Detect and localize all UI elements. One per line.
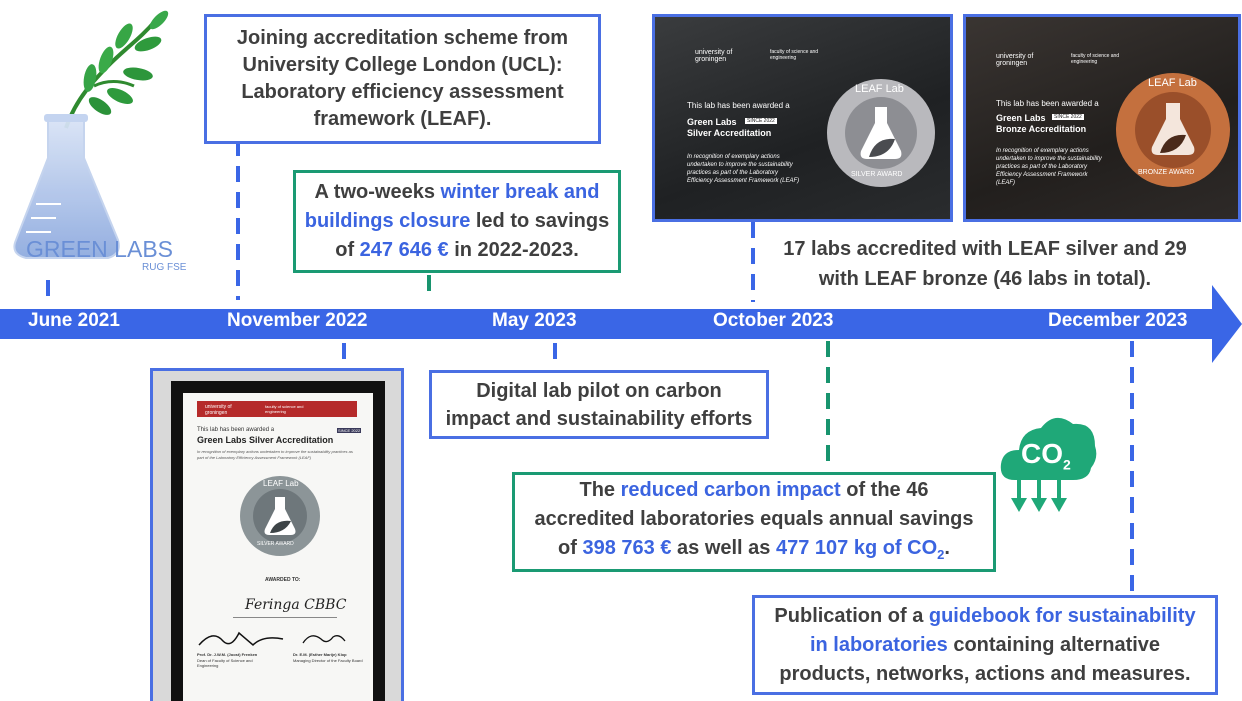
framed-awarded: This lab has been awarded a xyxy=(197,427,275,433)
carbon-impact-box: The reduced carbon impact of the 46 accr… xyxy=(512,472,996,572)
logo-title: GREEN LABS xyxy=(26,236,173,262)
digital-lab-pilot-box: Digital lab pilot on carbon impact and s… xyxy=(429,370,769,439)
silver-plaque-accreditation: Silver Accreditation xyxy=(687,128,772,138)
framed-badge-top: LEAF Lab xyxy=(263,479,299,488)
silver-plaque-since: SINCE 2022 xyxy=(745,118,777,124)
guidebook-line-3: products, networks, actions and measures… xyxy=(779,662,1191,685)
bronze-plaque-faculty: faculty of science and engineering xyxy=(1071,53,1120,65)
framed-recipient: Feringa CBBC xyxy=(245,597,347,613)
silver-plaque-awarded: This lab has been awarded a xyxy=(687,101,790,110)
connector-carbon-impact xyxy=(826,341,830,469)
labs-accredited-text: 17 labs accredited with LEAF silver and … xyxy=(765,234,1205,294)
timeline-date-october-2023: October 2023 xyxy=(713,310,834,331)
connector-framed-cert xyxy=(342,343,346,363)
winter-break-box: A two-weeks winter break and buildings c… xyxy=(293,170,621,273)
silver-badge-bottom: SILVER AWARD xyxy=(851,171,903,178)
framed-certificate-photo: university of groningen faculty of scien… xyxy=(150,368,404,701)
bronze-plaque-accreditation: Bronze Accreditation xyxy=(996,124,1087,134)
labs-line-2: with LEAF bronze (46 labs in total). xyxy=(818,268,1152,290)
bronze-plaque-since: SINCE 2022 xyxy=(1052,114,1084,120)
framed-awarded-to: AWARDED TO: xyxy=(265,577,301,583)
winter-break-highlight: winter break and xyxy=(440,181,600,203)
ucl-accreditation-box: Joining accreditation scheme from Univer… xyxy=(204,14,601,144)
framed-recognition: In recognition of exemplary actions unde… xyxy=(197,449,353,460)
timeline-arrow xyxy=(0,285,1242,365)
framed-sig1-role: Dean of Faculty of Science and Engineeri… xyxy=(197,658,253,668)
bronze-plaque-photo: university of groningen faculty of scien… xyxy=(963,14,1241,222)
framed-sig1-name: Prof. Dr. J.W.M. (Joost) Frenken xyxy=(197,652,258,657)
timeline-date-december-2023: December 2023 xyxy=(1048,310,1188,331)
framed-sig2-name: Dr. E.M. (Esther Marije) Klop xyxy=(293,652,347,657)
bronze-plaque-uni: university of groningen xyxy=(996,53,1034,67)
silver-plaque-name: Green Labs xyxy=(687,117,737,127)
silver-plaque-faculty: faculty of science and engineering xyxy=(770,49,819,61)
framed-signatures xyxy=(198,631,346,647)
framed-faculty: faculty of science and engineering xyxy=(265,404,304,414)
guidebook-highlight: guidebook for sustainability xyxy=(928,604,1196,627)
bronze-badge-bottom: BRONZE AWARD xyxy=(1138,169,1195,176)
silver-plaque-recognition: In recognition of exemplary actions unde… xyxy=(687,154,800,184)
co2-icon-text: CO xyxy=(1021,438,1063,469)
digital-line-1: Digital lab pilot on carbon xyxy=(476,379,722,402)
connector-labs-accredited xyxy=(751,222,755,302)
bronze-award-badge xyxy=(1116,73,1230,187)
connector-guidebook xyxy=(1130,341,1134,595)
co2-savings-amount: 477 107 kg of CO2 xyxy=(775,536,945,562)
bronze-plaque-awarded: This lab has been awarded a xyxy=(996,99,1099,108)
bronze-badge-top: LEAF Lab xyxy=(1148,77,1197,89)
labs-line-1: 17 labs accredited with LEAF silver and … xyxy=(783,238,1187,260)
flask-plant-illustration xyxy=(13,10,169,259)
winter-savings-amount: 247 646 € xyxy=(359,239,449,261)
timeline-date-may-2023: May 2023 xyxy=(492,310,577,331)
framed-uni: university of groningen xyxy=(205,404,232,416)
silver-award-badge xyxy=(827,79,935,187)
connector-digital-pilot xyxy=(553,343,557,363)
in-laboratories-highlight: in laboratories xyxy=(809,633,948,656)
connector-june-2021 xyxy=(46,280,50,300)
bronze-plaque-name: Green Labs xyxy=(996,113,1046,123)
silver-plaque-uni: university of groningen xyxy=(695,49,733,63)
buildings-closure-highlight: buildings closure xyxy=(304,210,471,232)
timeline-date-june-2021: June 2021 xyxy=(28,310,120,331)
logo-subtitle: RUG FSE xyxy=(142,262,187,273)
silver-plaque-photo: university of groningen faculty of scien… xyxy=(652,14,953,222)
ucl-line-2: University College London (UCL): xyxy=(242,54,563,76)
ucl-line-3: Laboratory efficiency assessment xyxy=(241,81,564,103)
silver-badge-top: LEAF Lab xyxy=(855,83,904,95)
annual-savings-amount: 398 763 € xyxy=(582,536,672,559)
reduced-carbon-highlight: reduced carbon impact xyxy=(620,478,841,501)
guidebook-box: Publication of a guidebook for sustainab… xyxy=(752,595,1218,695)
co2-icon-subscript: 2 xyxy=(1063,456,1071,473)
framed-badge-bottom: SILVER AWARD xyxy=(257,541,294,547)
framed-sig2-role: Managing Director of the Faculty Board xyxy=(293,658,363,663)
ucl-line-4: framework (LEAF). xyxy=(313,108,492,130)
framed-silver-badge xyxy=(240,476,320,556)
green-labs-logo: GREEN LABS RUG FSE xyxy=(6,8,206,278)
framed-since: SINCE 2022 xyxy=(337,428,362,433)
framed-title: Green Labs Silver Accreditation xyxy=(197,435,334,445)
ucl-line-1: Joining accreditation scheme from xyxy=(236,27,569,49)
co2-cloud-icon: CO2 xyxy=(999,408,1099,520)
digital-line-2: impact and sustainability efforts xyxy=(445,407,753,430)
connector-winter-break xyxy=(427,275,431,297)
carbon-line-2: accredited laboratories equals annual sa… xyxy=(534,507,974,530)
timeline-date-november-2022: November 2022 xyxy=(227,310,368,331)
bronze-plaque-recognition: In recognition of exemplary actions unde… xyxy=(996,148,1102,186)
connector-ucl xyxy=(236,140,240,300)
